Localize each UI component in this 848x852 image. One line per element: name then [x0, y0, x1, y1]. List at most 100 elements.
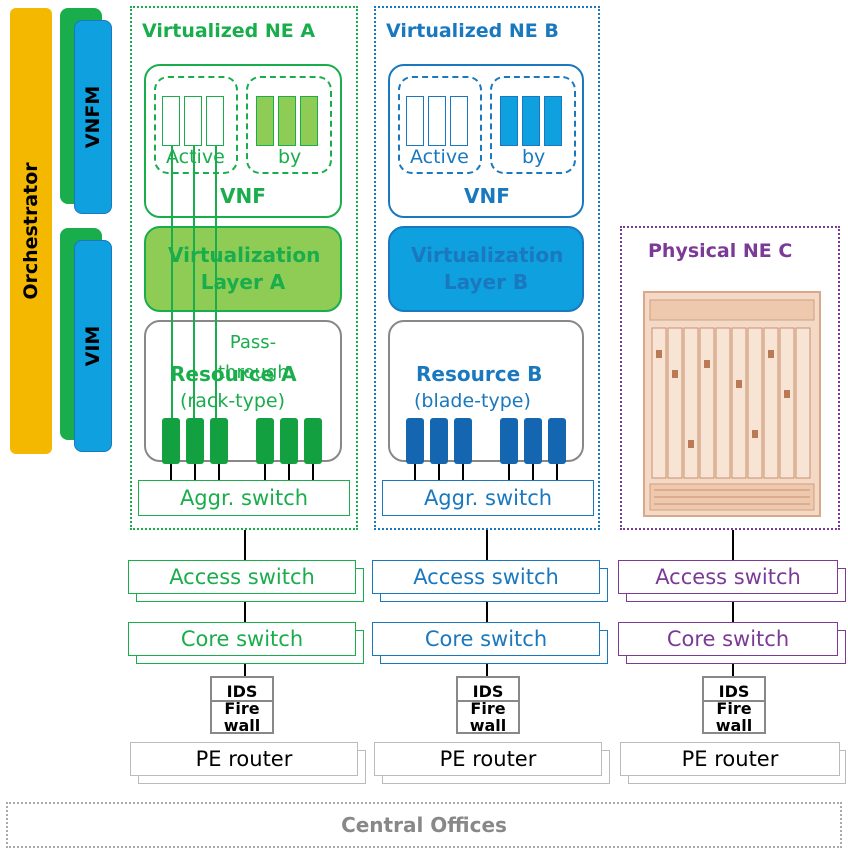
- ne-a-vnf-box: Active by VNF: [144, 64, 342, 218]
- ne-b-active-label: Active: [410, 146, 469, 168]
- ne-b-vnf-box: Active by VNF: [388, 64, 584, 218]
- ne-b-nic-link: [532, 464, 534, 480]
- ne-a-uplink: [244, 530, 246, 680]
- ne-a-aggr-switch: Aggr. switch: [138, 480, 350, 516]
- ne-b-standby-card: [500, 96, 518, 146]
- ne-a-active-group: [154, 76, 238, 174]
- ne-a-active-card: [162, 96, 180, 146]
- ne-b-aggr-switch: Aggr. switch: [382, 480, 594, 516]
- vnfm-label: VNFM: [82, 85, 104, 149]
- ne-a-standby-card: [278, 96, 296, 146]
- ne-b-core-switch: Core switch: [372, 622, 600, 656]
- ne-b-ids-label: IDS: [472, 681, 504, 701]
- ne-a-firewall-label: Firewall: [223, 699, 261, 735]
- ne-b-active-card: [428, 96, 446, 146]
- ne-b-active-card: [450, 96, 468, 146]
- ne-b-nic: [454, 418, 472, 464]
- ne-b-resource-type: (blade-type): [414, 390, 531, 412]
- ne-a-active-label: Active: [166, 146, 225, 168]
- ne-b-firewall: Firewall: [456, 700, 520, 734]
- ne-b-standby-label: by: [522, 146, 546, 168]
- ne-b-nic: [406, 418, 424, 464]
- ne-a-standby-card: [300, 96, 318, 146]
- ne-a-access-switch: Access switch: [128, 560, 356, 594]
- ne-b-virtualization-layer: Virtualization Layer B: [388, 226, 584, 312]
- ne-c-ids-label: IDS: [718, 681, 750, 701]
- ne-a-resource-label: Resource A: [170, 362, 297, 386]
- ne-a-virt-label: Virtualization Layer A: [168, 243, 321, 294]
- ne-b-access-switch: Access switch: [372, 560, 600, 594]
- ne-a-nic: [256, 418, 274, 464]
- ne-a-nic-link: [288, 464, 290, 480]
- ne-b-nic: [430, 418, 448, 464]
- ne-b-standby-card: [522, 96, 540, 146]
- central-offices-box: Central Offices: [6, 802, 842, 848]
- ne-b-title: Virtualized NE B: [386, 20, 559, 42]
- ne-b-uplink: [486, 530, 488, 680]
- ne-a-nic-link: [264, 464, 266, 480]
- ne-a-standby-group: [246, 76, 332, 174]
- ne-a-passthrough-line: [171, 146, 173, 420]
- ne-a-resource-type: (rack-type): [180, 390, 286, 412]
- ne-a-nic: [162, 418, 180, 464]
- ne-a-firewall: Firewall: [210, 700, 274, 734]
- orchestrator-bar: Orchestrator: [10, 8, 52, 454]
- ne-b-nic: [500, 418, 518, 464]
- ne-a-nic: [210, 418, 228, 464]
- ne-b-active-group: [398, 76, 482, 174]
- ne-b-aggr-label: Aggr. switch: [423, 486, 553, 510]
- vim-box: VIM: [74, 240, 112, 452]
- ne-c-container: [620, 226, 840, 530]
- ne-c-pe-label: PE router: [681, 747, 779, 771]
- ne-a-active-card: [206, 96, 224, 146]
- ne-a-pe-label: PE router: [195, 747, 293, 771]
- ne-b-active-card: [406, 96, 424, 146]
- physical-chassis-image: [643, 291, 821, 517]
- ne-a-core-switch: Core switch: [128, 622, 356, 656]
- ne-b-pe-label: PE router: [439, 747, 537, 771]
- ne-a-standby-card: [256, 96, 274, 146]
- ne-c-title: Physical NE C: [648, 240, 793, 262]
- ne-a-nic-link: [170, 464, 172, 480]
- ne-b-resource-box: [388, 320, 584, 462]
- ne-b-resource-label: Resource B: [416, 362, 543, 386]
- ne-b-nic-link: [438, 464, 440, 480]
- ne-b-pe-router: PE router: [374, 742, 602, 776]
- ne-b-nic-link: [462, 464, 464, 480]
- ne-a-nic-link: [194, 464, 196, 480]
- ne-b-firewall-label: Firewall: [469, 699, 507, 735]
- ne-a-nic: [186, 418, 204, 464]
- ne-c-firewall-label: Firewall: [715, 699, 753, 735]
- ne-b-virt-label: Virtualization Layer B: [411, 243, 564, 294]
- orchestrator-label: Orchestrator: [20, 162, 42, 300]
- ne-b-nic: [548, 418, 566, 464]
- ne-a-vnf-label: VNF: [220, 184, 266, 208]
- ne-a-pe-router: PE router: [130, 742, 358, 776]
- ne-a-passthrough-line: [215, 146, 217, 420]
- ne-a-passthrough-line: [193, 146, 195, 420]
- ne-a-standby-label: by: [278, 146, 302, 168]
- ne-b-standby-group: [490, 76, 576, 174]
- ne-a-resource-box: [144, 320, 342, 462]
- ne-c-core-switch: Core switch: [618, 622, 838, 656]
- ne-c-access-label: Access switch: [655, 565, 801, 589]
- vnfm-box: VNFM: [74, 20, 112, 214]
- ne-b-nic-link: [556, 464, 558, 480]
- central-offices-label: Central Offices: [341, 813, 507, 837]
- ne-a-title: Virtualized NE A: [142, 20, 316, 42]
- ne-b-nic-link: [414, 464, 416, 480]
- ne-c-core-label: Core switch: [666, 627, 790, 651]
- ne-a-nic-link: [218, 464, 220, 480]
- ne-a-ids-label: IDS: [226, 681, 258, 701]
- ne-b-core-label: Core switch: [424, 627, 548, 651]
- ne-a-core-label: Core switch: [180, 627, 304, 651]
- ne-c-access-switch: Access switch: [618, 560, 838, 594]
- ne-b-nic-link: [508, 464, 510, 480]
- ne-a-virtualization-layer: Virtualization Layer A: [144, 226, 342, 312]
- ne-a-active-card: [184, 96, 202, 146]
- ne-a-aggr-label: Aggr. switch: [179, 486, 309, 510]
- ne-a-nic-link: [312, 464, 314, 480]
- ne-b-container: [374, 6, 600, 530]
- ne-a-nic: [280, 418, 298, 464]
- ne-a-container: [130, 6, 358, 530]
